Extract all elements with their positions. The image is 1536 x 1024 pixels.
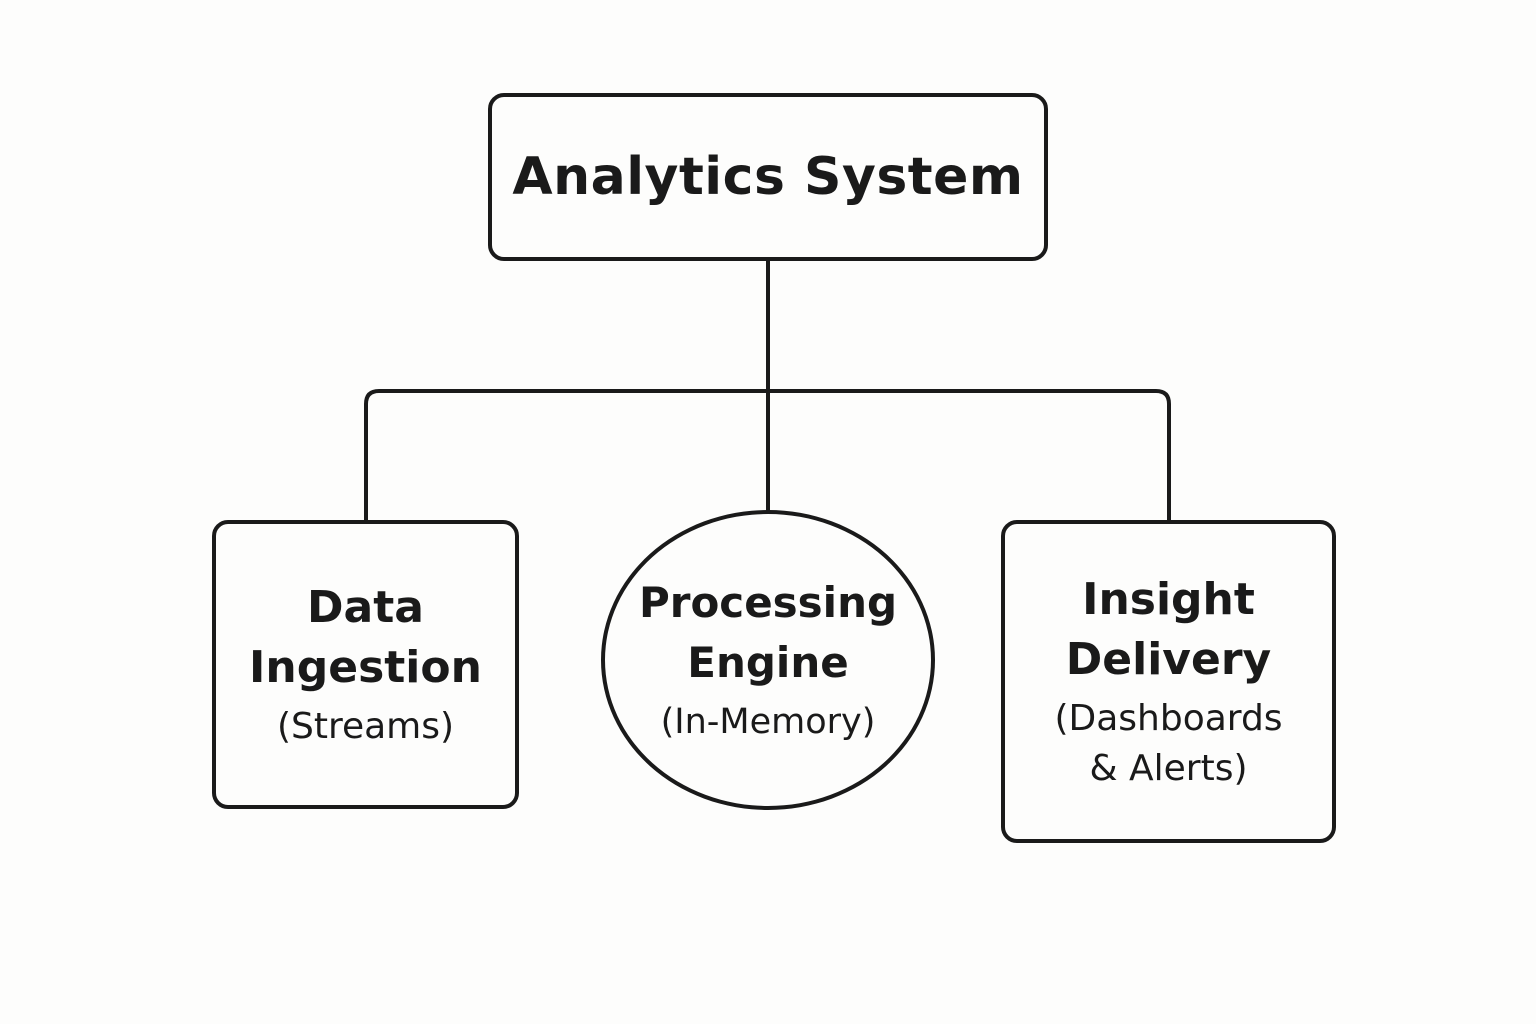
root-node-analytics-system: Analytics System [488,93,1048,261]
node-title-line: Insight [1082,573,1255,625]
node-subtitle-line: (In-Memory) [660,702,876,742]
node-subtitle-line: (Streams) [276,705,455,747]
node-insight-delivery: Insight Delivery (Dashboards & Alerts) [1001,520,1336,843]
node-subtitle-line: & Alerts) [1089,747,1248,789]
node-title-line: Data [307,581,424,633]
node-processing-engine: Processing Engine (In-Memory) [601,510,935,810]
node-title-line: Ingestion [249,641,482,693]
node-title-line: Processing [638,578,898,627]
root-node-label: Analytics System [512,147,1024,207]
node-data-ingestion: Data Ingestion (Streams) [212,520,519,809]
node-title-line: Delivery [1065,633,1272,685]
node-title-line: Engine [687,638,849,687]
node-subtitle-line: (Dashboards [1054,697,1283,739]
